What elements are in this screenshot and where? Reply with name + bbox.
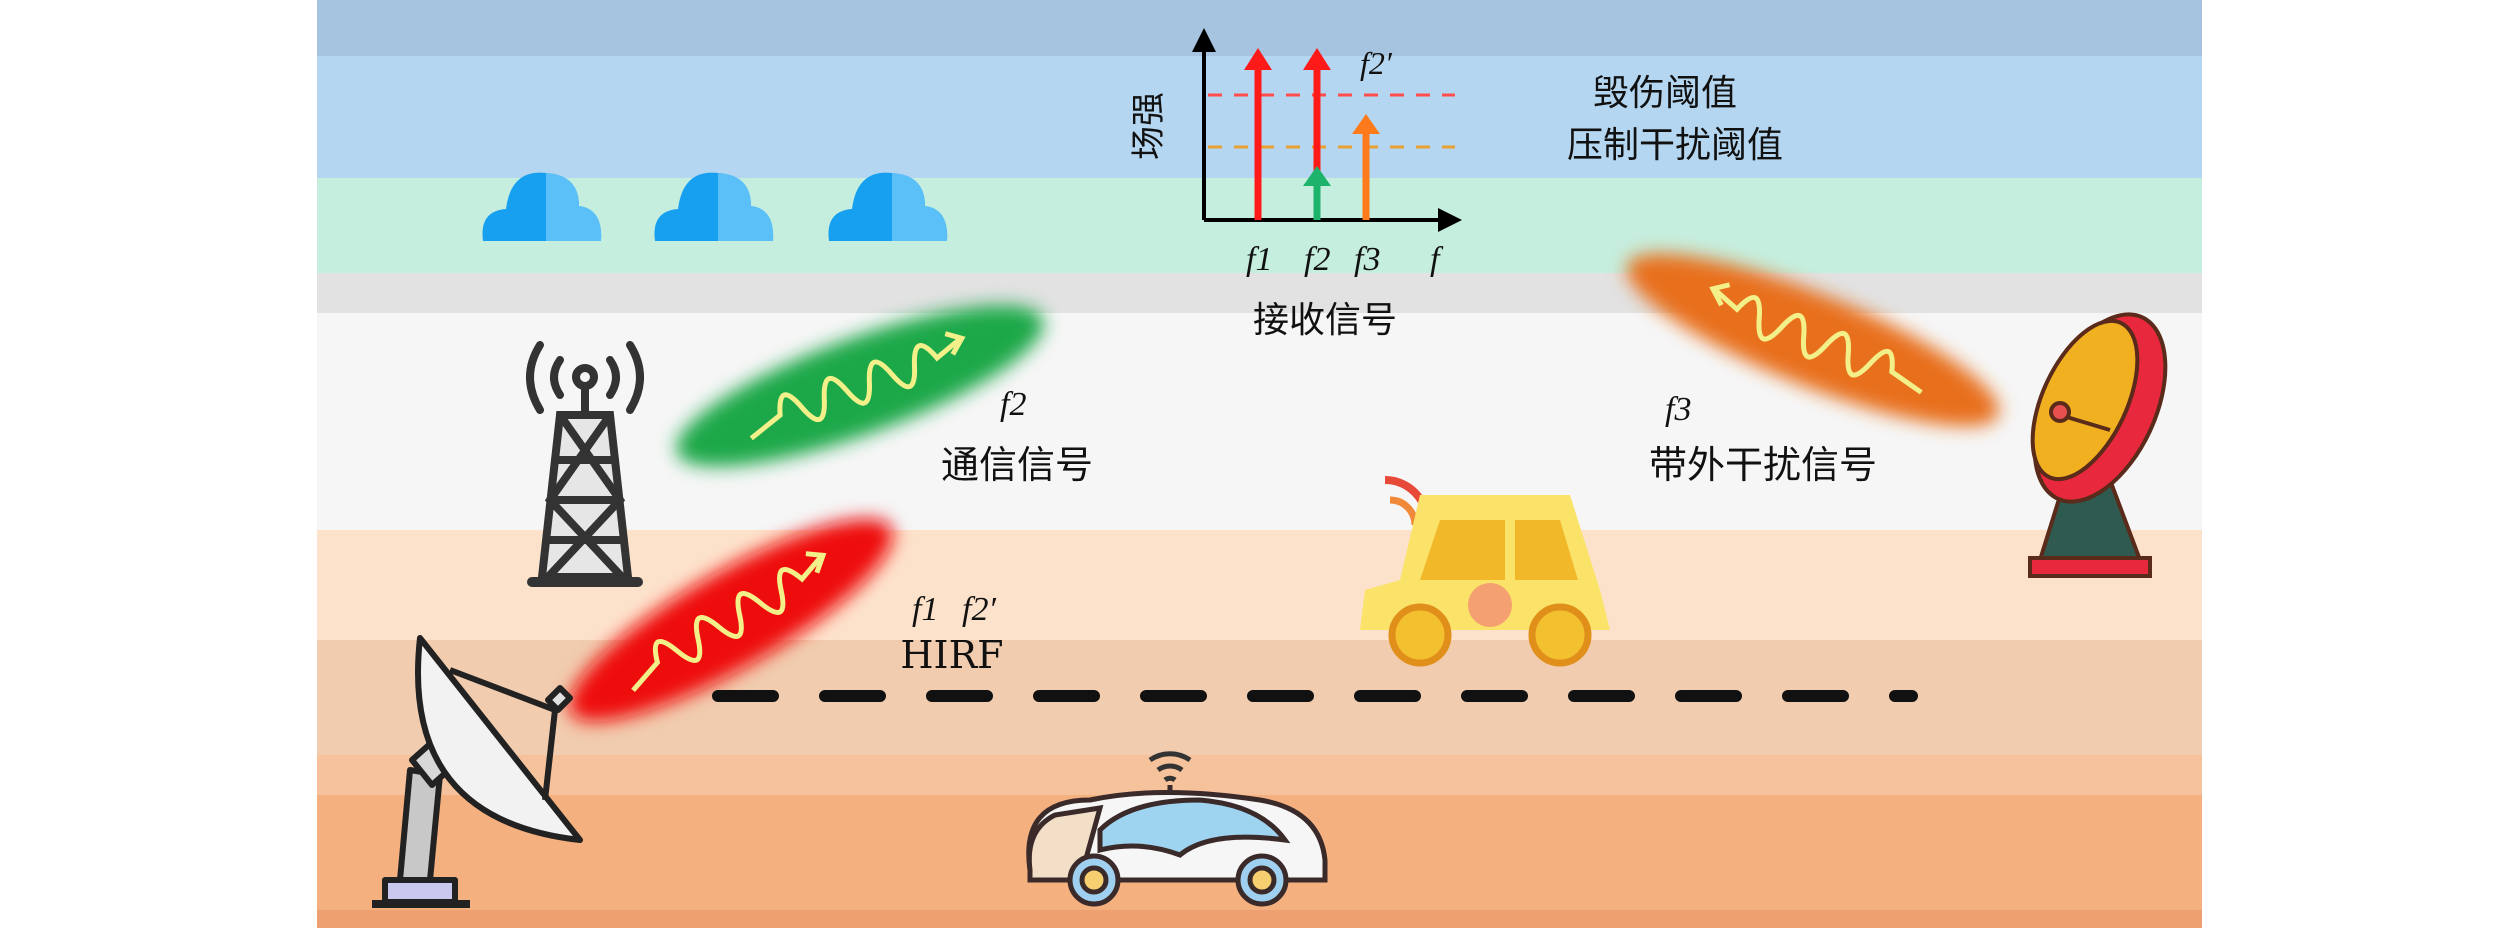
cloud-icon xyxy=(482,172,602,241)
communication-signal-beam xyxy=(676,305,1044,467)
tick-f3: f3 xyxy=(1354,241,1380,278)
interference-signal-beam xyxy=(1626,253,2000,427)
received-spectrum: f2′ 场强 f1 f2 f3 f 接收信号 毁伤阈值 压制干扰阈值 xyxy=(1129,28,1783,341)
autonomous-car-icon xyxy=(1026,751,1328,907)
hirf-radar-dish-icon xyxy=(372,635,583,908)
hirf-freq2-label: f2′ xyxy=(962,591,996,628)
comm-signal-label: 通信信号 xyxy=(941,443,1093,487)
spectrum-caption: 接收信号 xyxy=(1253,300,1397,341)
damage-threshold-label: 毁伤阈值 xyxy=(1593,73,1737,114)
hirf-freq1-label: f1 xyxy=(912,591,938,628)
tick-f1: f1 xyxy=(1246,241,1272,278)
yellow-car-icon xyxy=(1360,476,1610,667)
clouds xyxy=(482,172,948,241)
interference-signal-label: 带外干扰信号 xyxy=(1649,443,1877,487)
suppression-threshold-label: 压制干扰阈值 xyxy=(1567,125,1783,166)
background-bands xyxy=(317,0,2202,928)
comm-freq-label: f2 xyxy=(1000,386,1026,423)
arrow-f1 xyxy=(1244,48,1272,220)
y-axis-label: 场强 xyxy=(1129,92,1169,160)
arrow-f3 xyxy=(1352,114,1380,220)
interference-freq-label: f3 xyxy=(1665,391,1691,428)
cloud-icon xyxy=(828,172,948,241)
tick-f2: f2 xyxy=(1304,241,1330,278)
arrow-f2 xyxy=(1303,166,1331,220)
peak-label: f2′ xyxy=(1360,45,1393,81)
hirf-signal-beam xyxy=(568,518,894,722)
communication-tower-icon xyxy=(526,341,644,587)
cloud-icon xyxy=(654,172,774,241)
hirf-label: HIRF xyxy=(900,633,1003,677)
interference-radar-dish-icon xyxy=(2028,312,2168,578)
